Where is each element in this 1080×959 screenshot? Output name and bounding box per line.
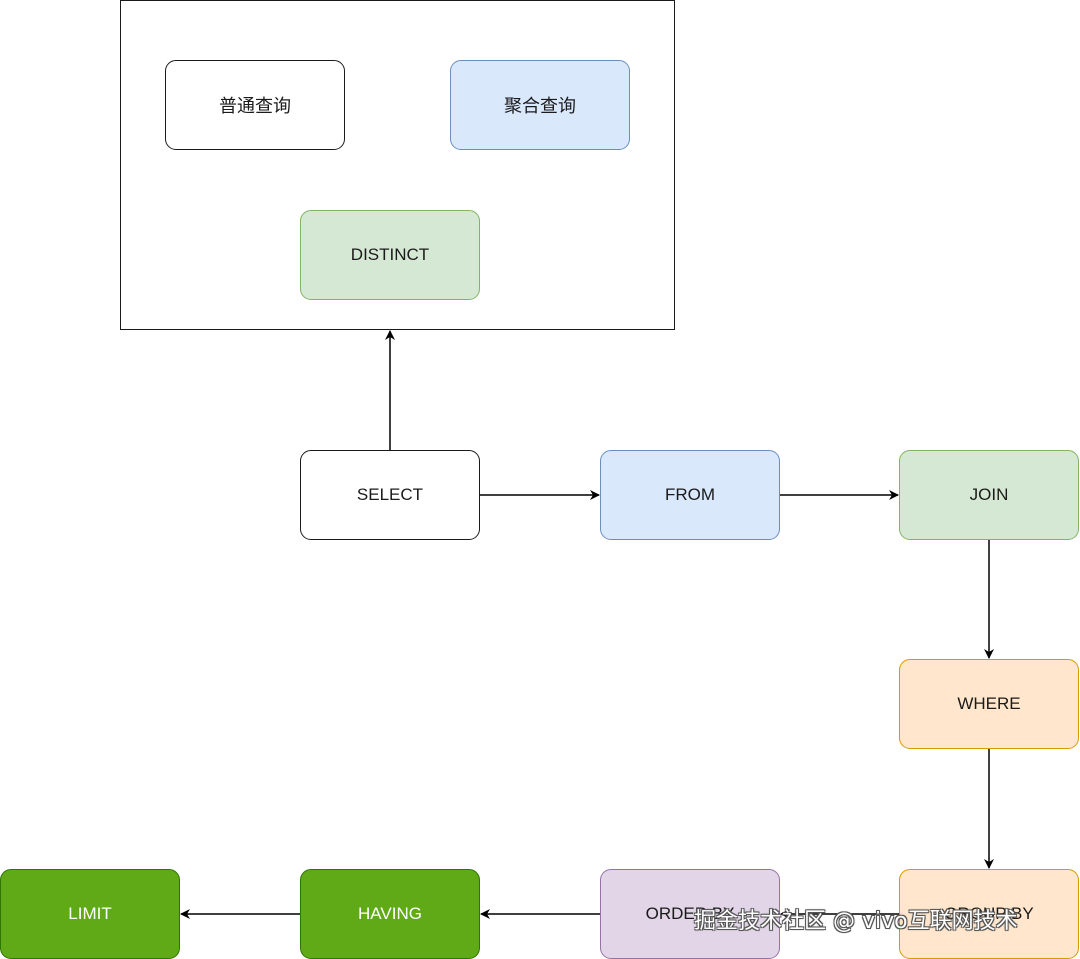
node-label: SELECT (356, 485, 424, 504)
node-select: SELECT (300, 450, 480, 540)
node-distinct: DISTINCT (300, 210, 480, 300)
node-where: WHERE (899, 659, 1079, 749)
node-label: HAVING (358, 904, 422, 923)
node-label: ORDER BY (645, 904, 735, 923)
node-from: FROM (600, 450, 780, 540)
node-order-by: ORDER BY (600, 869, 780, 959)
node-group-by: GROUP BY (899, 869, 1079, 959)
node-aggregate-query: 聚合查询 (450, 60, 630, 150)
node-having: HAVING (300, 869, 480, 959)
node-label: GROUP BY (944, 904, 1034, 923)
node-label: DISTINCT (350, 245, 430, 264)
node-label: 普通查询 (219, 96, 291, 117)
node-label: 聚合查询 (504, 96, 576, 117)
node-label: WHERE (957, 694, 1021, 713)
node-putong-query: 普通查询 (165, 60, 345, 150)
node-label: JOIN (969, 485, 1009, 504)
node-limit: LIMIT (0, 869, 180, 959)
node-label: LIMIT (68, 904, 112, 923)
node-join: JOIN (899, 450, 1079, 540)
node-label: FROM (664, 485, 716, 504)
